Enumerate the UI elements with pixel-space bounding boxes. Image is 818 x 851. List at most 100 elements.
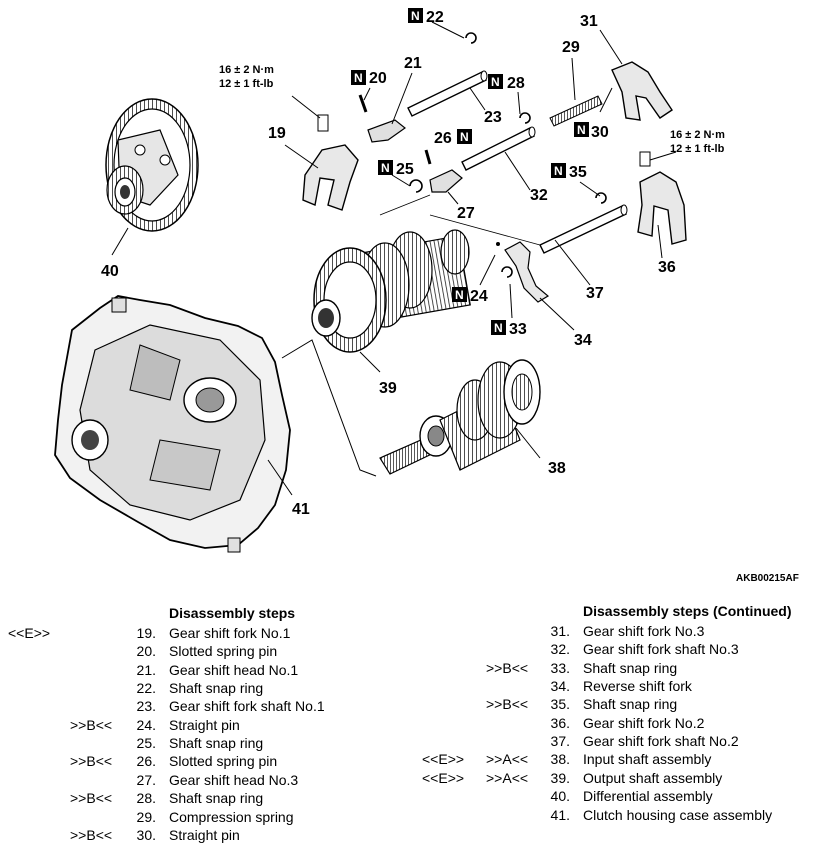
callout-27: 27 <box>457 205 475 222</box>
marker-left: <<E>> <box>8 625 51 641</box>
list-item: 20.Slotted spring pin <box>0 642 400 660</box>
callout-34: 34 <box>574 332 592 349</box>
list-item: <<E>> 19. Gear shift fork No.1 <box>0 624 400 642</box>
shift-fork-shafts <box>407 57 628 286</box>
list-item: 25. Shaft snap ring <box>0 734 400 752</box>
step-number: 29. <box>136 808 156 825</box>
n-badge-25: N <box>378 160 393 175</box>
svg-text:N: N <box>554 164 563 178</box>
exploded-view-diagram: 16 ± 2 N·m 12 ± 1 ft-lb 16 ± 2 N·m 12 ± … <box>54 8 725 553</box>
step-label: Straight pin <box>169 826 240 843</box>
svg-text:N: N <box>381 161 390 175</box>
marker-right: >>B<< <box>70 790 113 807</box>
step-label: Shaft snap ring <box>169 735 264 752</box>
callout-22: 22 <box>426 9 444 26</box>
torque-label-1-line1: 16 ± 2 N·m <box>219 64 274 76</box>
list-item: >>B<< 33. Shaft snap ring <box>400 659 818 677</box>
list-item: <<E>>>>A<<38.Input shaft assembly <box>400 750 818 768</box>
step-number: 40. <box>550 788 570 805</box>
list-title: Disassembly steps <box>169 605 296 621</box>
step-label: Input shaft assembly <box>583 751 712 768</box>
svg-text:N: N <box>354 71 363 85</box>
n-badge-22: N <box>408 8 423 23</box>
step-number: 19. <box>136 625 156 641</box>
callout-23: 23 <box>484 109 502 126</box>
callout-41: 41 <box>292 501 310 518</box>
list-item: 37.Gear shift fork shaft No.2 <box>400 732 818 750</box>
callout-28: 28 <box>507 75 525 92</box>
step-number: 32. <box>550 641 570 658</box>
list-item: 40. Differential assembly <box>400 787 818 805</box>
callout-32: 32 <box>530 187 548 204</box>
marker-right: >>B<< <box>70 826 113 843</box>
callout-36: 36 <box>658 259 676 276</box>
list-item: 31.Gear shift fork No.3 <box>400 622 818 640</box>
list-item: 23. Gear shift fork shaft No.1 <box>0 697 400 715</box>
step-label: Shaft snap ring <box>583 696 678 713</box>
callout-26: 26 <box>434 130 452 147</box>
marker-right: >>A<< <box>486 751 529 768</box>
step-number: 34. <box>550 678 570 695</box>
callout-38: 38 <box>548 460 566 477</box>
step-label: Slotted spring pin <box>169 643 278 660</box>
n-badge-26: N <box>457 129 472 144</box>
n-badge-28: N <box>488 74 503 89</box>
callout-35: 35 <box>569 164 587 181</box>
list-item: <<E>>>>A<<39.Output shaft assembly <box>400 769 818 787</box>
step-number: 23. <box>136 698 156 715</box>
step-label: Differential assembly <box>583 788 713 805</box>
callout-37: 37 <box>586 285 604 302</box>
step-label: Gear shift fork shaft No.1 <box>169 698 325 715</box>
step-number: 26. <box>136 753 156 770</box>
shift-forks <box>284 21 687 331</box>
svg-text:N: N <box>455 288 464 302</box>
marker-right: >>B<< <box>486 659 529 676</box>
step-label: Gear shift head No.3 <box>169 771 299 788</box>
svg-text:N: N <box>494 321 503 335</box>
step-number: 22. <box>136 680 156 697</box>
step-number: 25. <box>136 735 156 752</box>
list-item: >>B<<24.Straight pin <box>0 716 400 734</box>
svg-text:N: N <box>411 9 420 23</box>
step-label: Reverse shift fork <box>583 678 692 695</box>
step-label: Gear shift fork No.3 <box>583 623 705 639</box>
torque-label-2-line2: 12 ± 1 ft-lb <box>670 143 725 155</box>
step-number: 36. <box>550 714 570 731</box>
step-number: 24. <box>136 716 156 733</box>
svg-text:N: N <box>491 75 500 89</box>
list-item: >>B<<26.Slotted spring pin <box>0 752 400 770</box>
callout-25: 25 <box>396 161 414 178</box>
marker-left: <<E>> <box>422 751 465 768</box>
n-badge-35: N <box>551 163 566 178</box>
step-label: Clutch housing case assembly <box>583 806 773 823</box>
list-item: >>B<<30.Straight pin <box>0 826 400 844</box>
clutch-housing-case <box>54 295 377 553</box>
step-number: 39. <box>550 769 570 786</box>
disassembly-steps-continued-list: Disassembly steps (Continued) 31.Gear sh… <box>400 602 818 851</box>
list-item: 36. Gear shift fork No.2 <box>400 714 818 732</box>
callout-33: 33 <box>509 321 527 338</box>
step-number: 33. <box>550 659 570 676</box>
step-number: 27. <box>136 771 156 788</box>
list-item: 27. Gear shift head No.3 <box>0 771 400 789</box>
step-number: 35. <box>550 696 570 713</box>
torque-label-2-line1: 16 ± 2 N·m <box>670 129 725 141</box>
list-item: 32.Gear shift fork shaft No.3 <box>400 640 818 658</box>
list-item: 29.Compression spring <box>0 808 400 826</box>
step-number: 28. <box>136 790 156 807</box>
list-title-continued: Disassembly steps (Continued) <box>583 603 792 619</box>
output-shaft-assembly <box>311 229 471 373</box>
callout-19: 19 <box>268 125 286 142</box>
step-label: Output shaft assembly <box>583 769 723 786</box>
input-shaft-assembly <box>379 359 541 475</box>
step-label: Shaft snap ring <box>583 659 678 676</box>
callout-31: 31 <box>580 13 598 30</box>
list-item: 41.Clutch housing case assembly <box>400 806 818 824</box>
marker-right: >>B<< <box>486 696 529 713</box>
marker-right: >>B<< <box>70 753 113 770</box>
callout-29: 29 <box>562 39 580 56</box>
step-label: Shaft snap ring <box>169 680 264 697</box>
list-item: 21.Gear shift head No.1 <box>0 661 400 679</box>
step-label: Gear shift fork No.2 <box>583 714 705 731</box>
step-label: Gear shift fork No.1 <box>169 625 291 641</box>
